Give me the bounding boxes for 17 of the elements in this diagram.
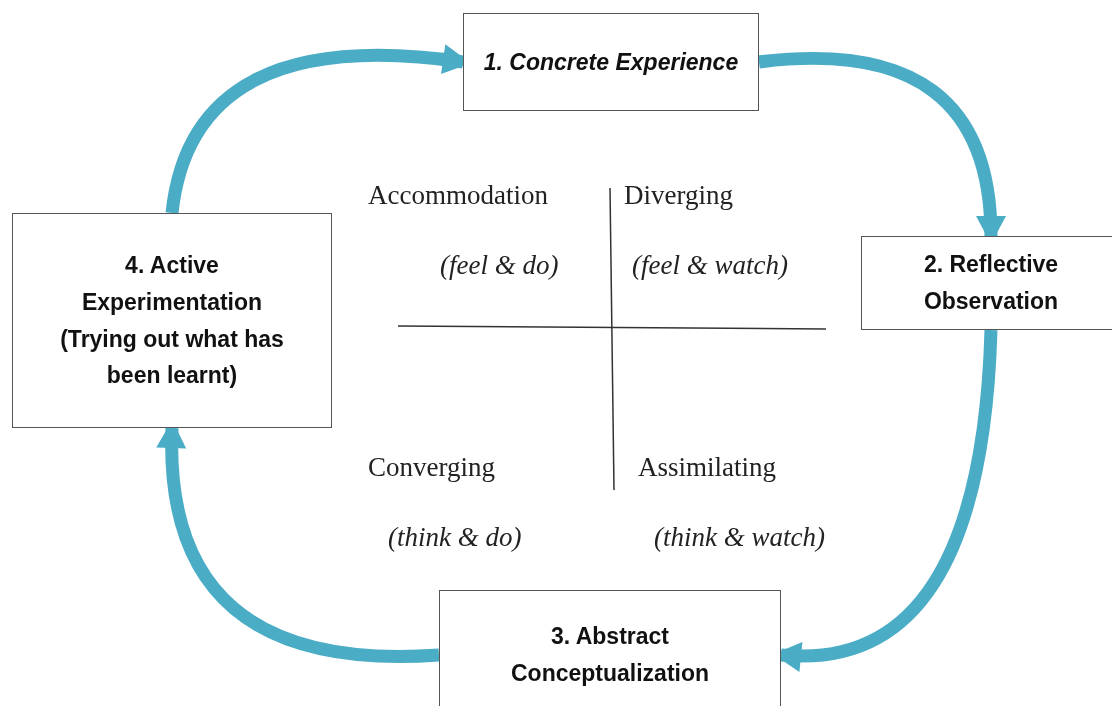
quadrant-note: (think & do) — [388, 522, 522, 553]
quadrant-label: Converging — [368, 452, 495, 483]
process-box — [463, 13, 759, 111]
process-box — [861, 236, 1112, 330]
quadrant-note: (feel & do) — [440, 250, 559, 281]
process-box — [12, 213, 332, 428]
quadrant-label: Accommodation — [368, 180, 548, 211]
quadrant-note: (think & watch) — [654, 522, 825, 553]
box-title: 2. Reflective Observation — [922, 250, 1060, 316]
box-title: 1. Concrete Experience — [483, 47, 739, 77]
quadrant-label: Assimilating — [638, 452, 776, 483]
box-text: (Trying out what has been learnt) — [59, 324, 285, 391]
box-title: 4. Active Experimentation — [80, 250, 264, 317]
quadrant-note: (feel & watch) — [632, 250, 788, 281]
quadrant-label: Diverging — [624, 180, 733, 211]
process-box — [439, 590, 781, 706]
box-title: 3. Abstract Conceptualization — [509, 622, 711, 688]
